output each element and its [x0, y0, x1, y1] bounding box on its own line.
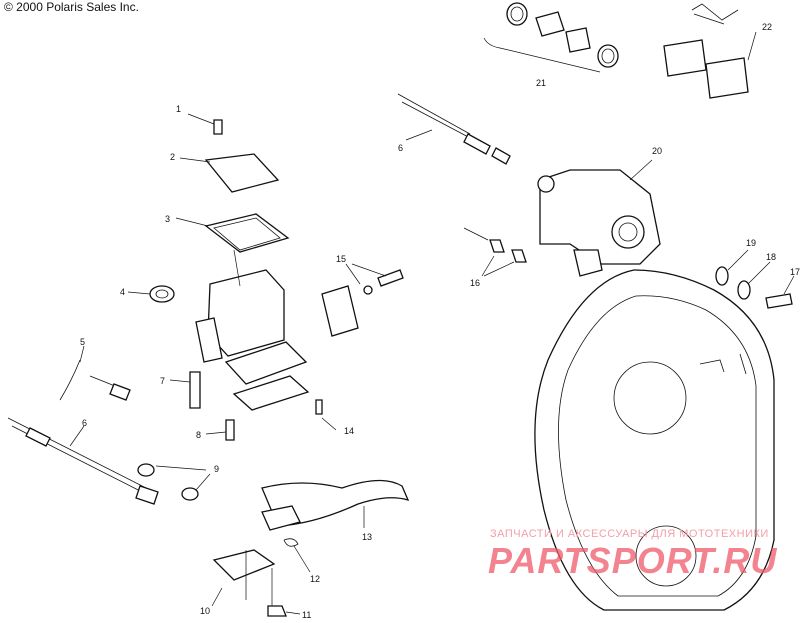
callout-9: 9 — [214, 464, 219, 474]
callout-13: 13 — [362, 532, 372, 542]
watermark-logo: PARTSPORT.RU — [488, 540, 778, 581]
callout-11: 11 — [302, 610, 311, 620]
callout-14: 14 — [344, 426, 354, 436]
part-washers — [137, 463, 211, 501]
callout-22: 22 — [762, 22, 772, 32]
part-caliper-hardware — [715, 249, 795, 309]
callout-2: 2 — [170, 152, 175, 162]
callout-4: 4 — [120, 287, 125, 297]
callout-15: 15 — [336, 254, 346, 264]
callout-21: 21 — [536, 78, 546, 88]
callout-16: 16 — [470, 278, 480, 288]
callout-19: 19 — [746, 238, 756, 248]
copyright-notice: © 2000 Polaris Sales Inc. — [4, 0, 139, 14]
callout-7: 7 — [160, 376, 165, 386]
part-caliper — [537, 159, 661, 277]
callout-10: 10 — [200, 606, 210, 616]
callout-3: 3 — [165, 214, 170, 224]
part-reservoir-cover — [175, 113, 290, 253]
part-master-cylinder — [195, 249, 310, 411]
callout-1: 1 — [176, 104, 181, 114]
callout-18: 18 — [766, 252, 776, 262]
part-seal-and-switch — [59, 285, 175, 401]
callout-6-upper: 6 — [398, 143, 403, 153]
part-chaincase — [534, 269, 775, 611]
callout-20: 20 — [652, 146, 662, 156]
callout-12: 12 — [310, 574, 320, 584]
callout-5: 5 — [80, 337, 85, 347]
watermark-tagline: ЗАПЧАСТИ И АКСЕССУАРЫ ДЛЯ МОТОТЕХНИКИ — [490, 528, 769, 540]
callout-6-lower: 6 — [82, 418, 87, 428]
part-pistons-seals — [483, 2, 619, 73]
part-bleeders — [463, 227, 527, 277]
part-brake-pads — [663, 3, 757, 99]
part-clamp — [321, 263, 404, 337]
part-lever-assembly — [211, 399, 410, 617]
part-bolts — [169, 371, 235, 441]
callout-17: 17 — [790, 267, 800, 277]
part-brake-lines — [7, 93, 511, 505]
callout-8: 8 — [196, 430, 201, 440]
